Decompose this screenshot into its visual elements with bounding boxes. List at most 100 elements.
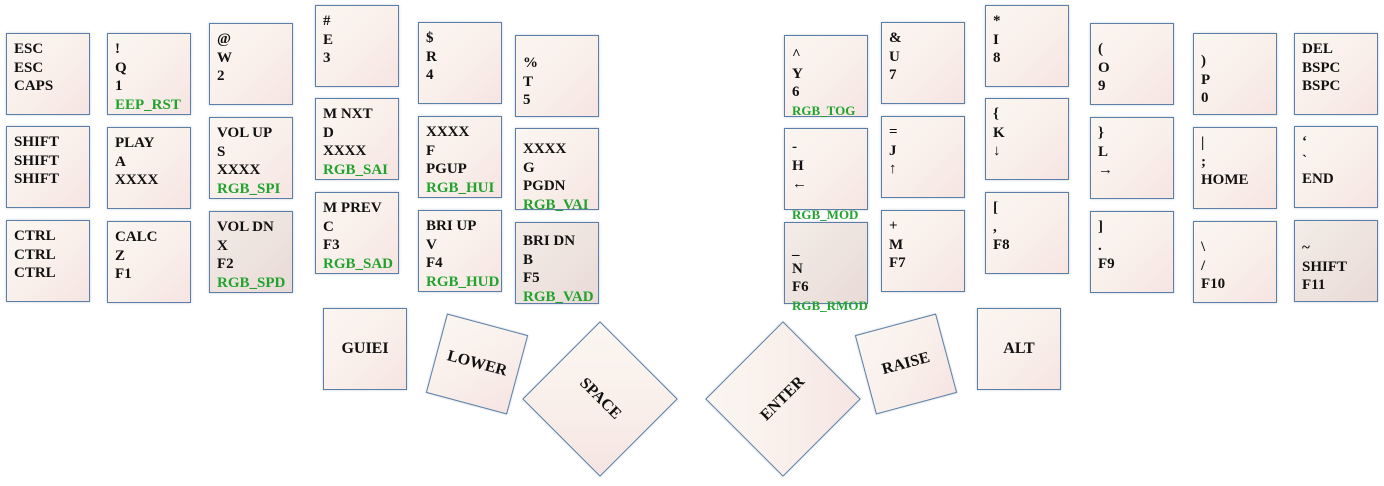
key-legend: ↑: [889, 161, 897, 177]
key-legend: I: [993, 31, 999, 48]
key-l03: # E 3: [315, 5, 399, 87]
key-legend: XXXX: [523, 141, 567, 157]
key-legend: X: [217, 237, 228, 254]
key-r01: & U 7: [881, 22, 965, 104]
key-legend: BRI UP: [426, 218, 477, 234]
key-legend: SHIFT: [14, 134, 60, 150]
rgb-legend: RGB_VAI: [523, 196, 589, 213]
rgb-legend: RGB_VAD: [523, 288, 594, 305]
key-legend: XXXX: [323, 143, 367, 159]
thumb-key-raise: RAISE: [854, 313, 958, 415]
key-legend: T: [523, 73, 534, 90]
key-legend: E: [323, 31, 334, 48]
key-legend: 6: [792, 84, 800, 100]
key-legend: F11: [1302, 277, 1326, 293]
key-legend: ^: [792, 47, 801, 63]
key-legend: F10: [1201, 276, 1226, 292]
key-legend: 9: [1098, 78, 1106, 94]
key-legend: K: [993, 124, 1005, 141]
key-legend: .: [1098, 237, 1102, 254]
key-r22: [,F8: [985, 192, 1069, 274]
key-legend: D: [323, 124, 334, 141]
key-legend: *: [993, 13, 1001, 29]
key-legend: \: [1201, 239, 1206, 255]
key-r11: = J ↑: [881, 116, 965, 198]
key-legend: R: [426, 48, 437, 65]
key-legend: H: [792, 157, 804, 174]
key-legend: U: [889, 48, 900, 65]
key-legend: 5: [523, 92, 531, 108]
key-legend: %: [523, 55, 538, 71]
key-legend: J: [889, 142, 897, 159]
key-r02: * I 8: [985, 5, 1069, 87]
key-legend: ESC: [14, 41, 44, 57]
key-legend: 0: [1201, 90, 1209, 106]
thumb-key-guiei: GUIEI: [323, 308, 407, 390]
key-r10: -H←RGB_MOD: [784, 128, 868, 222]
key-legend: SHIFT: [14, 152, 60, 169]
rgb-legend: RGB_HUI: [426, 179, 495, 196]
key-legend: #: [323, 13, 331, 29]
key-r13: }L→: [1090, 117, 1174, 199]
rgb-legend: RGB_SAD: [323, 255, 394, 272]
rgb-legend: RGB_SPI: [217, 180, 281, 197]
rgb-legend: RGB_RMOD: [792, 297, 868, 313]
key-legend: [: [993, 200, 998, 216]
key-legend: =: [889, 124, 898, 140]
key-legend: ,: [993, 218, 997, 235]
key-r24: \/F10: [1193, 221, 1277, 303]
key-legend: B: [523, 251, 534, 268]
thumb-key-label: ALT: [1003, 340, 1035, 357]
key-legend: _: [792, 242, 800, 258]
key-legend: -: [792, 139, 797, 155]
key-legend: ;: [1201, 153, 1206, 170]
key-r12: {K↓: [985, 98, 1069, 180]
rgb-legend: RGB_TOG: [792, 102, 856, 118]
key-legend: F5: [523, 270, 540, 286]
key-legend: 7: [889, 67, 897, 83]
key-legend: Z: [115, 247, 126, 264]
key-legend: 3: [323, 50, 331, 66]
key-legend: F: [426, 142, 436, 159]
key-legend: W: [217, 49, 232, 66]
thumb-key-enter: ENTER: [705, 321, 861, 477]
key-legend: F7: [889, 255, 906, 271]
key-r15: ‘`END: [1294, 126, 1378, 208]
key-legend: !: [115, 41, 120, 57]
key-legend: BRI DN: [523, 233, 576, 249]
key-legend: @: [217, 31, 231, 47]
key-legend: ): [1201, 53, 1206, 69]
rgb-legend: RGB_SPD: [217, 274, 286, 291]
key-legend: }: [1098, 125, 1104, 141]
key-legend: M NXT: [323, 106, 373, 122]
key-legend: F4: [426, 255, 443, 271]
key-r14: |;HOME: [1193, 127, 1277, 209]
key-legend: CAPS: [14, 78, 54, 94]
key-legend: A: [115, 153, 126, 170]
key-r23: ].F9: [1090, 211, 1174, 293]
key-legend: &: [889, 30, 902, 46]
key-legend: 1: [115, 78, 123, 94]
key-legend: SHIFT: [1302, 258, 1348, 275]
key-legend: 8: [993, 50, 1001, 66]
key-legend: $: [426, 30, 434, 46]
